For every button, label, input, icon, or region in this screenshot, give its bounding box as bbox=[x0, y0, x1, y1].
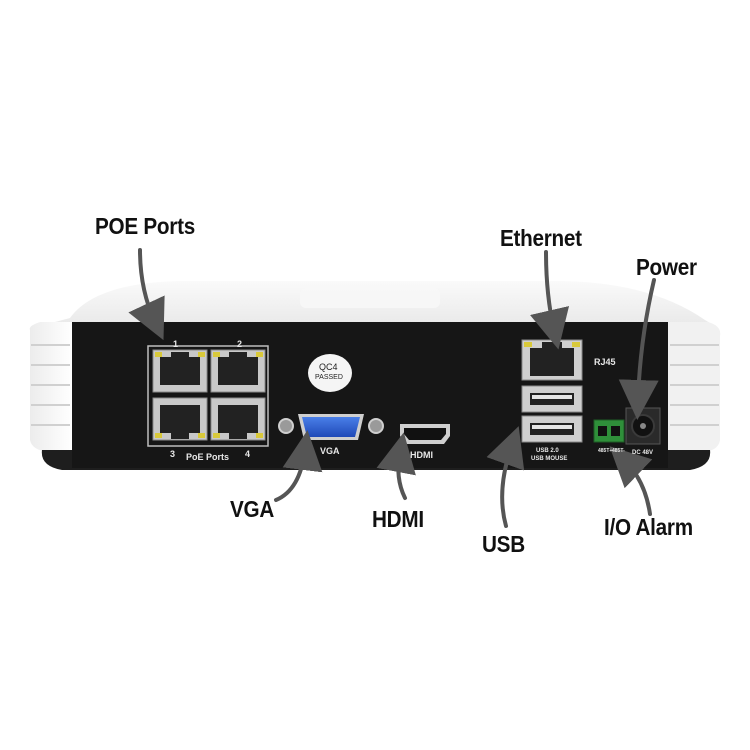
poe-ports-panel-label: PoE Ports bbox=[186, 452, 230, 462]
port-2-label: 2 bbox=[237, 339, 243, 349]
chassis-left-side bbox=[29, 322, 72, 452]
rs485-label-b: 485T- bbox=[612, 448, 625, 454]
dc-power-jack bbox=[625, 407, 661, 445]
arrow-poe-ports bbox=[128, 248, 165, 341]
qc-sticker bbox=[308, 354, 352, 392]
usb-ports bbox=[521, 385, 583, 443]
rj45-panel-label: RJ45 bbox=[594, 357, 616, 367]
callout-vga: VGA bbox=[230, 496, 275, 522]
rj45-connector bbox=[521, 339, 583, 381]
arrow-ethernet bbox=[530, 250, 570, 350]
callout-ethernet: Ethernet bbox=[500, 225, 582, 251]
chassis-right-side bbox=[668, 322, 721, 452]
dc-voltage-label: DC 48V bbox=[632, 450, 654, 456]
callout-io-alarm: I/O Alarm bbox=[604, 514, 693, 540]
callout-usb: USB bbox=[482, 531, 525, 557]
vga-panel-label: VGA bbox=[320, 446, 340, 456]
usb-panel-label-2: USB MOUSE bbox=[531, 456, 568, 462]
io-alarm-terminal bbox=[593, 419, 625, 443]
arrow-usb bbox=[486, 426, 525, 528]
callout-arrows bbox=[128, 248, 659, 528]
callout-poe-ports: POE Ports bbox=[95, 213, 195, 239]
arrow-power bbox=[618, 278, 659, 420]
poe-port-2 bbox=[210, 349, 266, 393]
hdmi-panel-label: HDMI bbox=[410, 450, 433, 460]
port-3-label: 3 bbox=[170, 449, 176, 459]
poe-port-1 bbox=[152, 349, 208, 393]
callout-power: Power bbox=[636, 254, 697, 280]
poe-port-block bbox=[147, 345, 269, 447]
qc-sticker-line2: PASSED bbox=[315, 374, 343, 381]
port-4-label: 4 bbox=[245, 449, 251, 459]
usb-panel-label-1: USB 2.0 bbox=[536, 448, 559, 454]
rs485-label-a: 485T+ bbox=[598, 448, 613, 454]
hdmi-connector bbox=[400, 424, 450, 444]
poe-port-3 bbox=[152, 397, 208, 441]
arrow-hdmi bbox=[376, 432, 416, 500]
poe-port-4 bbox=[210, 397, 266, 441]
qc-sticker-line1: QC4 bbox=[319, 362, 338, 372]
callout-hdmi: HDMI bbox=[372, 506, 424, 532]
port-1-label: 1 bbox=[173, 339, 179, 349]
arrow-io-alarm bbox=[609, 446, 653, 516]
arrow-vga bbox=[274, 430, 323, 502]
